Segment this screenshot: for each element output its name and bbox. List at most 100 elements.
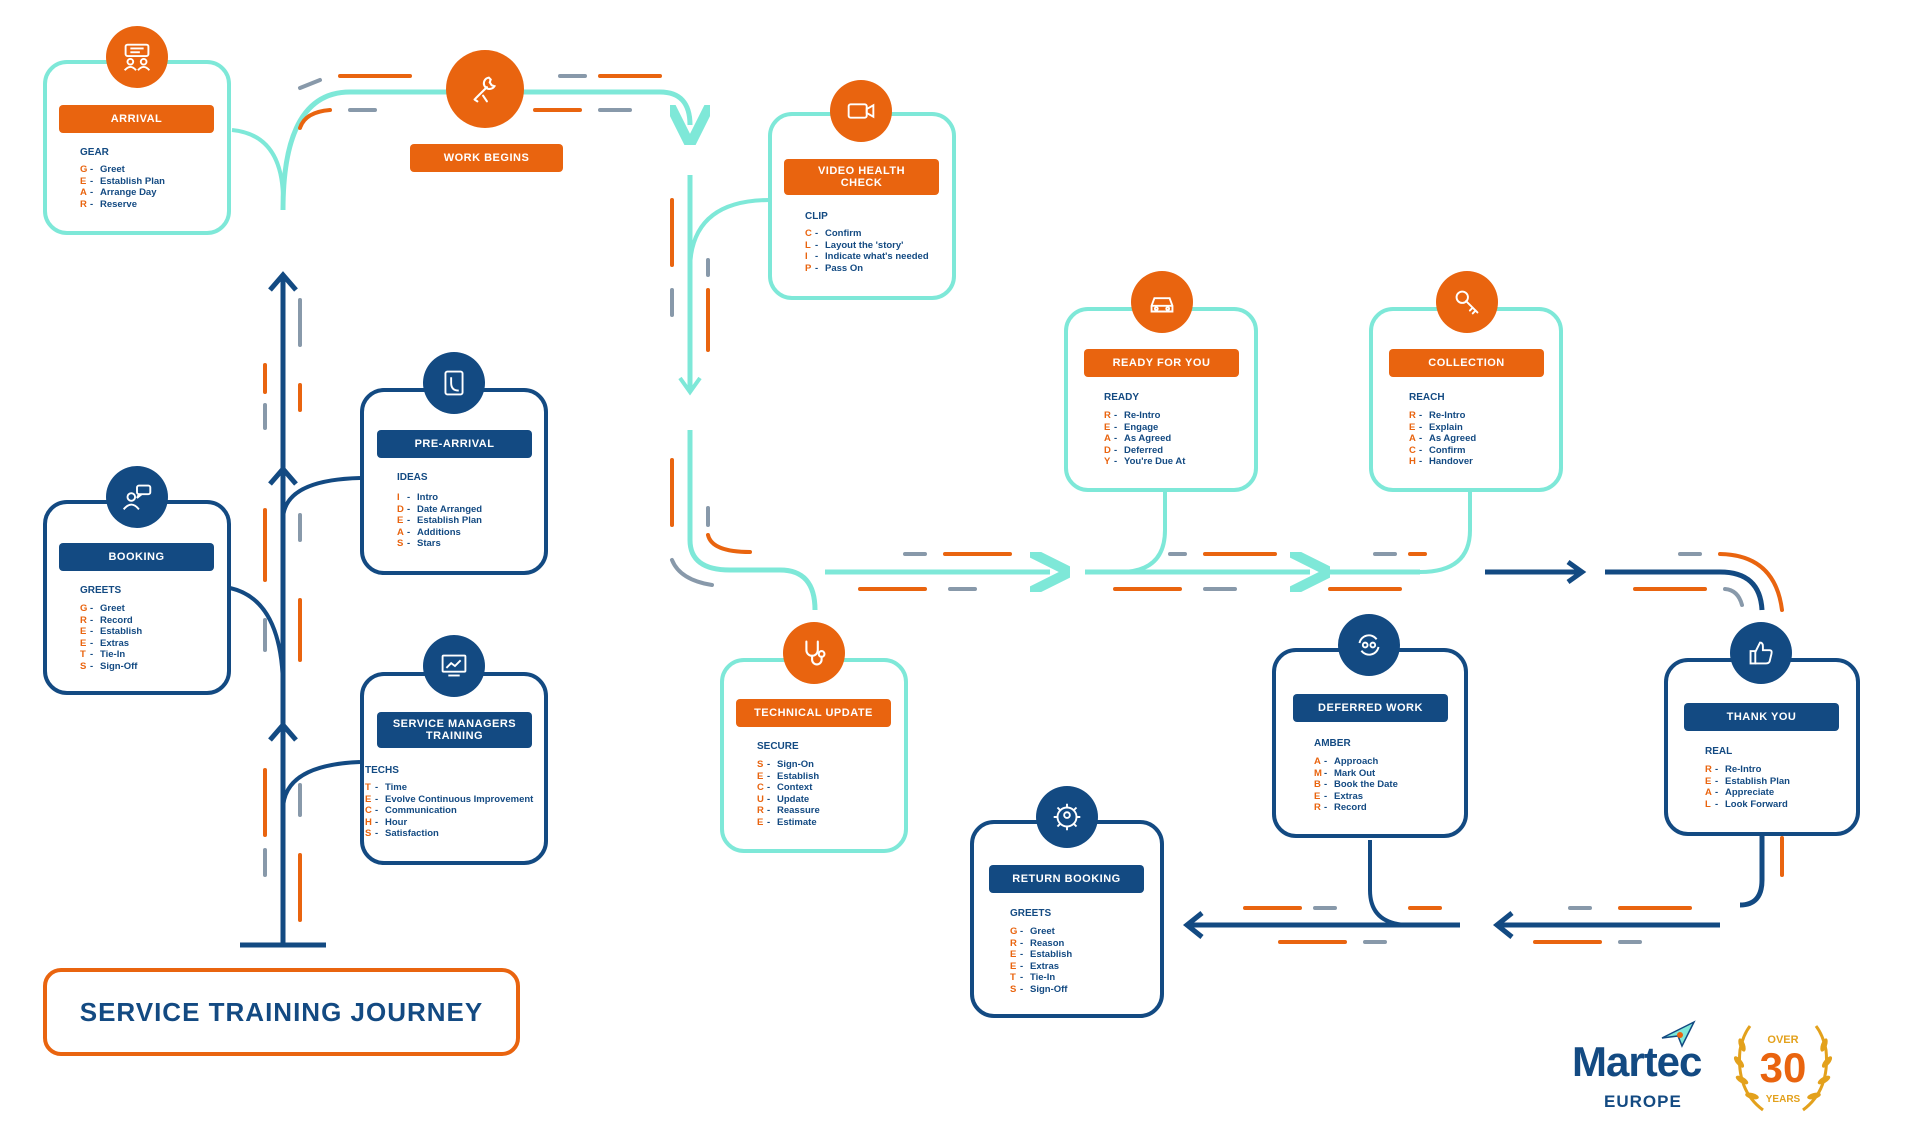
acronym-letter: Y: [1104, 456, 1111, 468]
acronym-word: Record: [1334, 802, 1367, 814]
acronym-letter: E: [1104, 421, 1111, 433]
acronym-word: Establish: [1030, 949, 1073, 961]
acronym-letter: R: [1314, 802, 1321, 814]
badge-number: 30: [1759, 1044, 1807, 1091]
acronym-word: Tie-In: [100, 649, 126, 661]
acronym-dash: -: [375, 782, 379, 793]
acronym-letter: C: [1409, 444, 1416, 456]
acronym-word: Extras: [1030, 960, 1060, 972]
acronym-word: Greet: [1030, 926, 1055, 937]
gear-people-icon: [1036, 786, 1098, 848]
acronym-dash: -: [90, 603, 94, 614]
group-chat-icon: [106, 26, 168, 88]
acronym-letter: E: [1010, 960, 1017, 972]
acronym-item: E-Extras: [80, 638, 142, 650]
car-icon: [1131, 271, 1193, 333]
key-icon: [1436, 271, 1498, 333]
acronym-item: L-Layout the 'story': [805, 240, 929, 252]
acronym-item: R-Re-Intro: [1409, 410, 1476, 422]
acronym-letter: S: [757, 759, 764, 770]
acronym-item: S-Sign-Off: [1010, 984, 1072, 996]
acronym-dash: -: [1020, 960, 1024, 972]
arrival-card: [43, 60, 231, 235]
acronym-dash: -: [767, 793, 771, 805]
acronym-word: Record: [100, 614, 133, 626]
refresh-people-icon: [1338, 614, 1400, 676]
acronym-word: Arrange Day: [100, 187, 157, 199]
return-booking-label: RETURN BOOKING: [989, 865, 1144, 893]
acronym-word: Context: [777, 782, 813, 794]
acronym-item: R-Reserve: [80, 199, 165, 211]
thank-you-label: THANK YOU: [1684, 703, 1839, 731]
acronym-dash: -: [90, 187, 94, 199]
acronym-dash: -: [1419, 410, 1423, 421]
acronym-word: Communication: [385, 805, 457, 817]
acronym-word: Layout the 'story': [825, 239, 904, 251]
acronym-word: Update: [777, 793, 810, 805]
acronym-dash: -: [1419, 444, 1423, 456]
acronym-item: R-Record: [1314, 802, 1398, 814]
acronym-word: Look Forward: [1725, 798, 1788, 810]
acronym-dash: -: [1419, 456, 1423, 468]
acronym-word: Mark Out: [1334, 767, 1376, 779]
acronym-item: C-Communication: [365, 805, 533, 817]
acronym-word: Confirm: [825, 228, 862, 239]
person-speech-icon: [106, 466, 168, 528]
acronym-dash: -: [375, 828, 379, 840]
acronym-word: Date Arranged: [417, 503, 483, 515]
acronym-letter: S: [80, 660, 87, 672]
deferred-work-label: DEFERRED WORK: [1293, 694, 1448, 722]
acronym-letter: G: [80, 164, 88, 175]
acronym-dash: -: [375, 793, 379, 805]
acronym-dash: -: [1715, 787, 1719, 799]
service-managers-training-label: SERVICE MANAGERS TRAINING: [377, 712, 532, 748]
acronym-letter: T: [1010, 972, 1016, 984]
wrench-icon: [446, 50, 524, 128]
acronym-word: Reason: [1030, 937, 1065, 949]
technical-update-acronym: SECURE: [757, 741, 799, 752]
acronym-word: Sign-Off: [100, 660, 138, 672]
acronym-dash: -: [90, 198, 94, 210]
acronym-letter: R: [1010, 937, 1017, 949]
acronym-word: You're Due At: [1124, 456, 1186, 468]
acronym-letter: E: [365, 793, 372, 805]
acronym-word: Reassure: [777, 805, 820, 817]
acronym-dash: -: [815, 239, 819, 251]
acronym-dash: -: [1324, 790, 1328, 802]
acronym-letter: S: [365, 828, 372, 840]
acronym-letter: L: [805, 239, 811, 251]
acronym-dash: -: [815, 262, 819, 274]
acronym-word: Establish Plan: [100, 175, 165, 187]
logo-region: EUROPE: [1604, 1092, 1682, 1111]
acronym-item: T-Tie-In: [1010, 972, 1072, 984]
acronym-dash: -: [407, 538, 411, 550]
acronym-word: Confirm: [1429, 444, 1466, 456]
acronym-dash: -: [1020, 949, 1024, 961]
acronym-word: Additions: [417, 526, 461, 538]
acronym-dash: -: [90, 649, 94, 661]
acronym-item: E-Extras: [1010, 961, 1072, 973]
acronym-letter: E: [1314, 790, 1321, 802]
acronym-letter: E: [757, 770, 764, 782]
acronym-dash: -: [90, 637, 94, 649]
ready-for-you-card: [1064, 307, 1258, 492]
video-health-check-acronym: CLIP: [805, 211, 828, 222]
thank-you-acronym: REAL: [1705, 746, 1733, 757]
acronym-item: E-Engage: [1104, 422, 1185, 434]
booking-label: BOOKING: [59, 543, 214, 571]
acronym-dash: -: [1324, 767, 1328, 779]
acronym-item: A-As Agreed: [1409, 433, 1476, 445]
acronym-letter: R: [1104, 410, 1111, 421]
acronym-word: Appreciate: [1725, 787, 1775, 799]
acronym-item: R-Re-Intro: [1104, 410, 1185, 422]
acronym-dash: -: [90, 175, 94, 187]
acronym-word: Satisfaction: [385, 828, 439, 840]
acronym-word: Establish Plan: [1725, 775, 1790, 787]
acronym-letter: A: [1314, 756, 1321, 767]
acronym-letter: A: [1409, 433, 1416, 445]
acronym-item: Y-You're Due At: [1104, 456, 1185, 468]
acronym-letter: C: [757, 782, 764, 794]
